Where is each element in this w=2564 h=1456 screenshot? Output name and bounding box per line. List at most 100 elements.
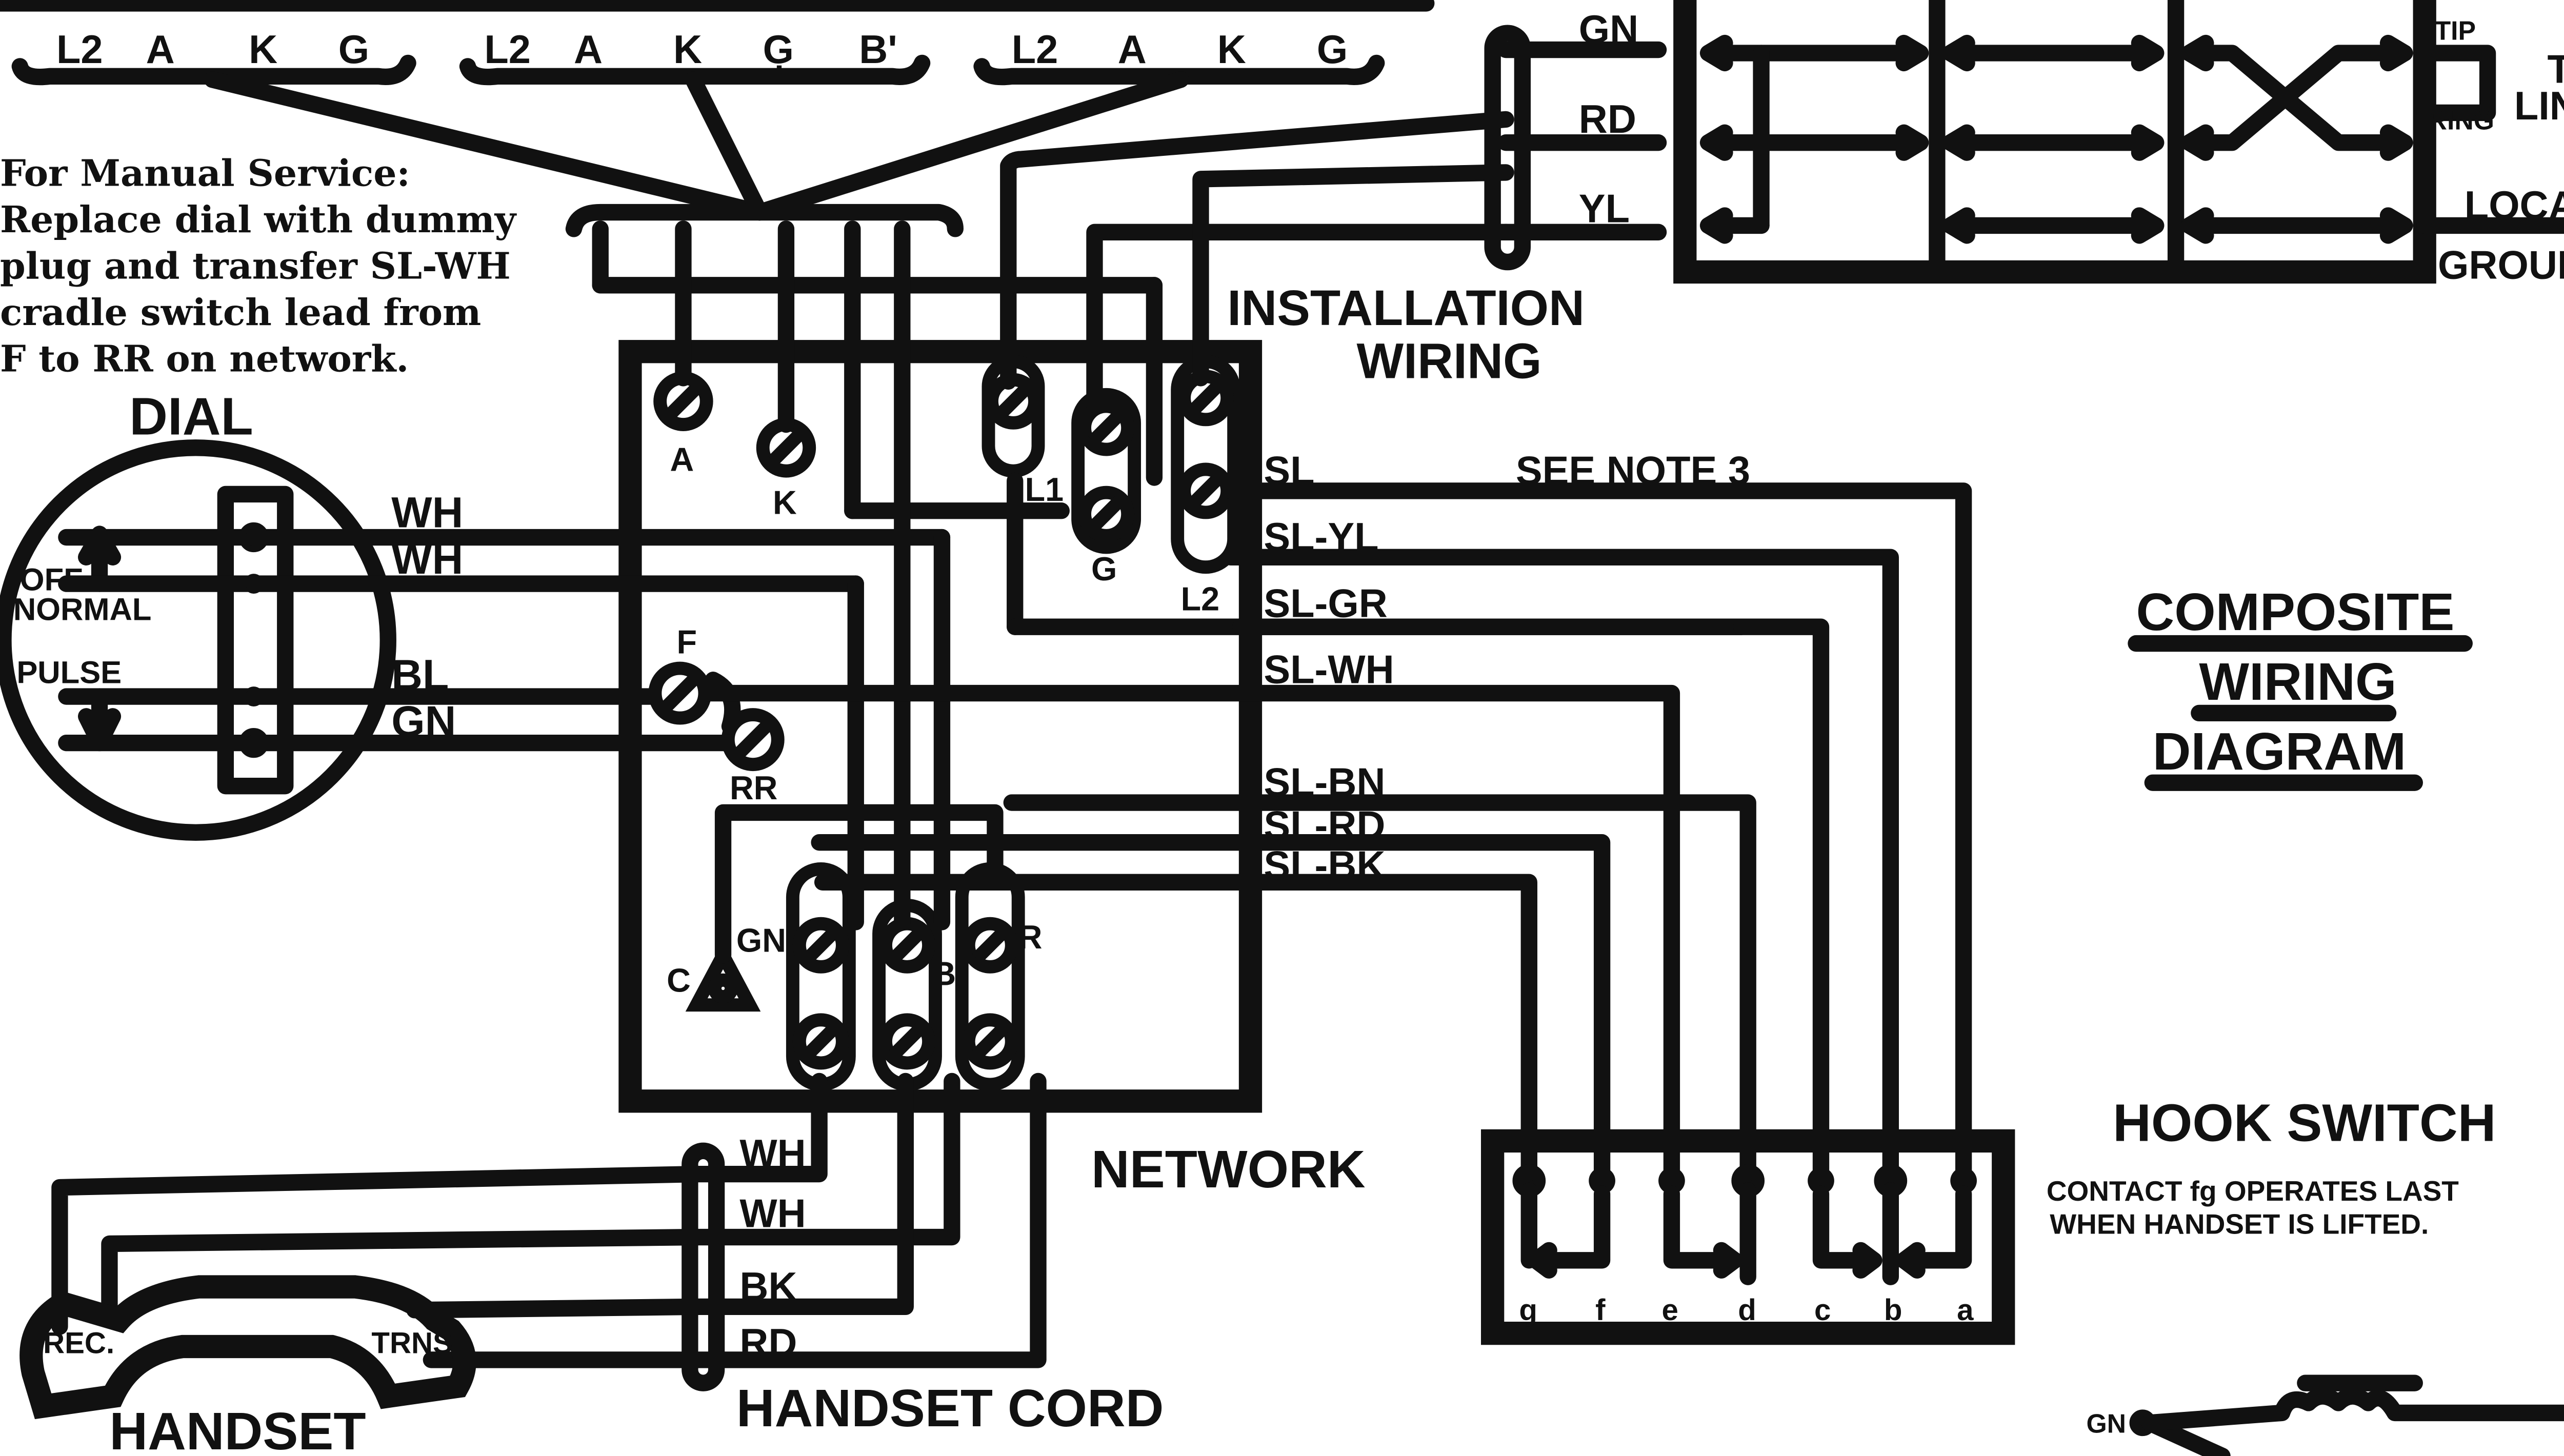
installation-title: INSTALLATION xyxy=(1227,280,1585,336)
dial: DIAL OFF NORMAL PULSE WH WH BL GN xyxy=(0,386,463,841)
installation-wiring: INSTALLATION WIRING GN RD YL xyxy=(1227,8,1667,389)
plug-label: L2 xyxy=(1012,28,1058,72)
plug-label: L2 xyxy=(56,28,103,72)
lead-label: SL-BN xyxy=(1264,761,1385,805)
svg-text:RR: RR xyxy=(730,769,777,806)
installation-title: WIRING xyxy=(1356,333,1541,389)
plug-label: G xyxy=(1317,28,1348,72)
svg-text:L1: L1 xyxy=(1025,471,1064,508)
cord-wire-label: WH xyxy=(739,1192,806,1236)
network-box xyxy=(618,340,1263,1113)
contact-label: g xyxy=(1519,1293,1537,1327)
local-ground-label: LOCAL xyxy=(2465,184,2564,228)
plug-label: G xyxy=(338,28,369,72)
hook-switch-title: HOOK SWITCH xyxy=(2113,1093,2496,1152)
wiring-runs xyxy=(51,111,1972,1368)
cord-sheath xyxy=(682,1142,725,1391)
dial-circle xyxy=(0,439,396,841)
cord-wire-label: WH xyxy=(739,1132,806,1176)
pulse-label: PULSE xyxy=(16,655,122,691)
plug-label: L2 xyxy=(484,28,531,72)
installation-wire-label: YL xyxy=(1579,187,1630,231)
handset-cord-title: HANDSET CORD xyxy=(736,1378,1164,1438)
manual-service-note: For Manual Service: Replace dial with du… xyxy=(0,151,517,380)
terminal-l1: L1 xyxy=(981,355,1064,508)
composite-line: WIRING xyxy=(2199,652,2396,711)
dial-title: DIAL xyxy=(129,386,253,446)
network: NETWORK A K L1 G L2 F xyxy=(618,340,1366,1199)
plug-label: B' xyxy=(859,28,897,72)
terminal-g: G xyxy=(1071,388,1141,588)
plug-label: A xyxy=(1118,28,1147,72)
network-title: NETWORK xyxy=(1091,1139,1366,1199)
local-ground-label: GROUND xyxy=(2438,243,2564,287)
station-leads: SL SL-YL SL-GR SL-WH SL-BN SL-RD SL-BK S… xyxy=(1264,449,1750,888)
terminal-b: B xyxy=(872,899,956,1091)
svg-text:C: C xyxy=(667,961,691,999)
plug-label: A xyxy=(574,28,603,72)
terminal-k: K xyxy=(756,418,816,521)
off-normal-label: NORMAL xyxy=(13,592,152,628)
terminal-gn: GN xyxy=(736,862,856,1091)
terminal-r: R xyxy=(955,862,1043,1091)
lead-label: SL-BK xyxy=(1264,843,1385,887)
lead-label: SL-RD xyxy=(1264,804,1385,848)
svg-text:B: B xyxy=(932,955,956,992)
handset-cord: WH WH BK RD HANDSET CORD xyxy=(682,1132,1164,1438)
contact-label: e xyxy=(1662,1293,1678,1327)
cord-wire-label: RD xyxy=(739,1321,797,1365)
composite-title: COMPOSITE WIRING DIAGRAM xyxy=(2128,582,2473,791)
tip-label: TIP xyxy=(2435,16,2476,46)
contact-label: b xyxy=(1884,1293,1902,1327)
terminal-a: A xyxy=(653,371,713,478)
plug-group-1: L2 A K G xyxy=(56,28,369,72)
svg-text:K: K xyxy=(773,484,797,521)
svg-text:G: G xyxy=(1091,550,1117,588)
contact-label: f xyxy=(1595,1293,1606,1327)
svg-text:A: A xyxy=(670,441,694,478)
svg-text:L2: L2 xyxy=(1181,580,1219,617)
note-line: cradle switch lead from xyxy=(0,291,481,334)
svg-text:F: F xyxy=(676,623,697,660)
ring-label: RING xyxy=(2428,105,2494,135)
svg-text:R: R xyxy=(1018,918,1043,956)
hook-switch-box xyxy=(1481,1129,2015,1345)
contact-label: a xyxy=(1957,1293,1974,1327)
plug-label: K xyxy=(1217,28,1246,72)
svg-text:GN: GN xyxy=(736,922,786,959)
receiver-label: REC. xyxy=(43,1326,114,1360)
lead-label: SL-YL xyxy=(1264,515,1378,559)
note-line: Replace dial with dummy xyxy=(0,198,517,241)
note-line: plug and transfer SL-WH xyxy=(0,244,511,287)
handset-title: HANDSET xyxy=(109,1401,366,1456)
plug-groups: L2 A K G L2 A K G̦ B' L2 A K G xyxy=(0,0,1435,237)
plug-label: G̦ xyxy=(763,28,794,73)
lead-label: SL-GR xyxy=(1264,581,1387,625)
lead-label: SL xyxy=(1264,449,1314,493)
note-line: For Manual Service: xyxy=(0,151,410,194)
installation-wire-label: RD xyxy=(1579,97,1636,141)
plug-group-3: L2 A K G xyxy=(1012,28,1348,72)
terminal-f: F xyxy=(648,623,712,725)
transmitter-label: TRNS xyxy=(371,1326,452,1360)
ringer: GN xyxy=(2086,1374,2564,1456)
ringer-wire-label: GN xyxy=(2086,1409,2126,1439)
note-line: F to RR on network. xyxy=(0,337,409,380)
see-note-label: SEE NOTE 3 xyxy=(1516,449,1750,493)
hook-switch-note: WHEN HANDSET IS LIFTED. xyxy=(2050,1208,2429,1240)
terminal-c: C xyxy=(667,941,761,1012)
plug-group-2: L2 A K G̦ B' xyxy=(484,28,897,73)
cord-wire-label: BK xyxy=(739,1265,797,1309)
plug-label: K xyxy=(249,28,277,72)
hook-switch-note: CONTACT fg OPERATES LAST xyxy=(2047,1175,2459,1207)
to-line-label: LINE xyxy=(2514,84,2564,128)
contact-label: c xyxy=(1814,1293,1831,1327)
line-connection-box: TIP RING TO LINE LOCAL GROUND xyxy=(1673,0,2564,287)
dial-wire-label: WH xyxy=(391,489,463,537)
composite-line: COMPOSITE xyxy=(2136,582,2454,641)
hook-switch: HOOK SWITCH CONTACT fg OPERATES LAST WHE… xyxy=(1481,1093,2496,1345)
handset: REC. TRNS HANDSET xyxy=(19,1275,476,1456)
composite-line: DIAGRAM xyxy=(2153,721,2406,781)
to-line-label: TO xyxy=(2548,48,2564,92)
plug-label: A xyxy=(146,28,175,72)
